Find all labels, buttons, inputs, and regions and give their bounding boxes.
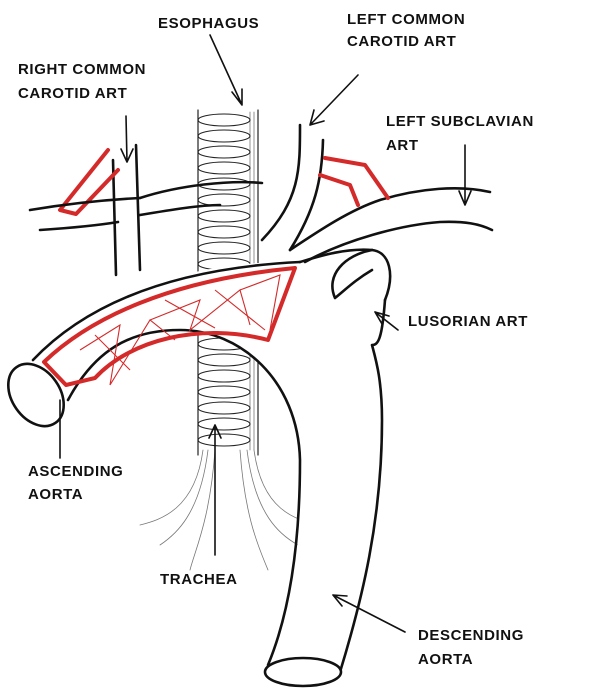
arrow-esophagus bbox=[210, 35, 242, 105]
trachea-ring bbox=[198, 386, 250, 398]
trachea-ring bbox=[198, 354, 250, 366]
left-common-carotid-vessel bbox=[262, 125, 323, 250]
trachea-ring bbox=[198, 402, 250, 414]
label-descending-aorta-line2: AORTA bbox=[418, 651, 473, 668]
right-common-carotid-vessel bbox=[60, 145, 140, 275]
trachea-ring bbox=[198, 130, 250, 142]
arrow-right-common-carotid bbox=[121, 116, 133, 162]
label-left-common-carotid-line2: CAROTID ART bbox=[347, 33, 456, 50]
label-esophagus: ESOPHAGUS bbox=[158, 15, 259, 32]
trachea-ring bbox=[198, 146, 250, 158]
label-right-common-carotid-line2: CAROTID ART bbox=[18, 85, 127, 102]
label-left-subclavian-line2: ART bbox=[386, 137, 419, 154]
trachea-ring bbox=[198, 194, 250, 206]
label-right-common-carotid-line1: RIGHT COMMON bbox=[18, 61, 146, 78]
label-left-common-carotid-line1: LEFT COMMON bbox=[347, 11, 465, 28]
left-subclavian-vessel bbox=[290, 158, 492, 262]
label-lusorian: LUSORIAN ART bbox=[408, 313, 528, 330]
trachea-ring bbox=[198, 370, 250, 382]
trachea-ring bbox=[198, 114, 250, 126]
trachea-ring bbox=[198, 162, 250, 174]
trachea-ring bbox=[198, 418, 250, 430]
label-ascending-aorta-line1: ASCENDING bbox=[28, 463, 123, 480]
arrow-left-common-carotid bbox=[310, 75, 358, 125]
label-ascending-aorta-line2: AORTA bbox=[28, 486, 83, 503]
trachea-ring bbox=[198, 242, 250, 254]
label-descending-aorta-line1: DESCENDING bbox=[418, 627, 524, 644]
trachea-ring bbox=[198, 210, 250, 222]
arrow-left-subclavian bbox=[459, 145, 471, 205]
label-trachea: TRACHEA bbox=[160, 571, 238, 588]
label-left-subclavian-line1: LEFT SUBCLAVIAN bbox=[386, 113, 534, 130]
trachea-ring bbox=[198, 226, 250, 238]
trachea-ring bbox=[198, 434, 250, 446]
